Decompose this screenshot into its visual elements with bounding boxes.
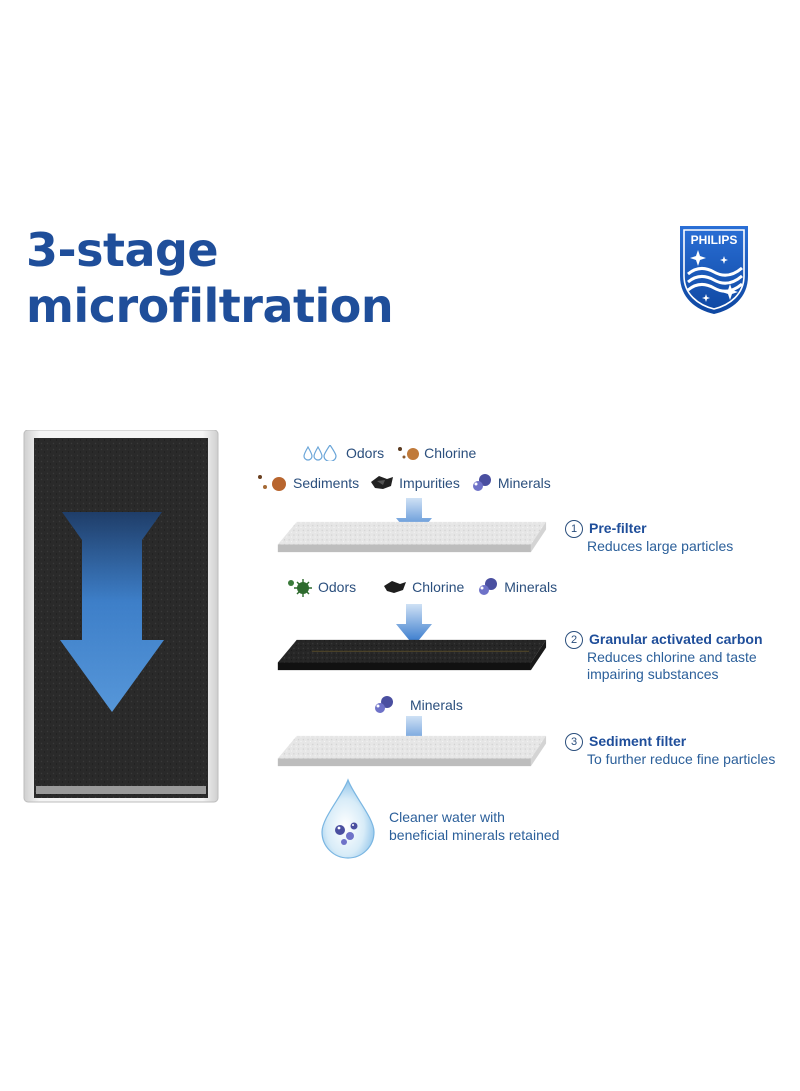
contaminant-row-2: Sediments Impurities Minerals [255, 473, 551, 493]
stage-3-title: Sediment filter [589, 733, 687, 749]
title-line-2: microfiltration [26, 279, 394, 333]
flow-arrow-2 [396, 604, 432, 646]
water-drop-icon [321, 778, 375, 859]
impurity-flakes-icon [371, 476, 394, 489]
title-line-1: 3-stage [26, 223, 219, 277]
stage-1-number: 1 [565, 520, 583, 538]
label-impurities: Impurities [399, 475, 460, 491]
stage-2-title-row: 2 Granular activated carbon [565, 631, 763, 649]
flow-arrow-1 [396, 498, 432, 540]
stage-3-number: 3 [565, 733, 583, 751]
label-minerals: Minerals [497, 475, 551, 491]
filter-cartridge-illustration [23, 430, 219, 803]
activated-carbon-layer [277, 639, 547, 671]
green-germ-icon [288, 579, 312, 597]
stage-2-desc-line-1: Reduces chlorine and taste [587, 649, 757, 665]
stage-2: 2 Granular activated carbon Reduces chlor… [565, 631, 763, 683]
stage-2-title: Granular activated carbon [589, 631, 763, 647]
label-minerals-2: Minerals [504, 579, 558, 595]
label-sediments: Sediments [293, 475, 360, 491]
result-line-2: beneficial minerals retained [389, 827, 560, 843]
label-odors-2: Odors [318, 579, 357, 595]
mineral-spheres-icon-2 [479, 578, 498, 595]
stage-2-desc-line-2: impairing substances [587, 666, 719, 682]
brand-name: PHILIPS [691, 233, 738, 247]
sediment-particles-icon [258, 475, 286, 491]
stage-1-title: Pre-filter [589, 520, 647, 536]
water-drops-icon [303, 445, 337, 461]
contaminant-row-3: Odors Chlorine Minerals [284, 577, 557, 597]
mineral-spheres-icon-3 [375, 696, 393, 713]
mineral-spheres-icon [472, 474, 491, 491]
pre-filter-layer [277, 521, 547, 553]
black-flakes-icon [384, 581, 407, 593]
contaminant-row-4: Minerals [372, 695, 463, 715]
stage-1-desc: Reduces large particles [587, 538, 734, 554]
result-text: Cleaner water with beneficial minerals r… [389, 808, 559, 844]
contaminant-row-1: Odors Chlorine [302, 445, 476, 461]
stage-3: 3 Sediment filter To further reduce fine … [565, 733, 775, 768]
stage-2-number: 2 [565, 631, 583, 649]
label-odors: Odors [346, 445, 385, 461]
page-title: 3-stage microfiltration [26, 222, 394, 334]
label-chlorine: Chlorine [424, 445, 477, 461]
stage-3-title-row: 3 Sediment filter [565, 733, 775, 751]
sediment-filter-layer [277, 735, 547, 767]
label-chlorine-2: Chlorine [412, 579, 465, 595]
stage-1: 1 Pre-filter Reduces large particles [565, 520, 733, 555]
result-line-1: Cleaner water with [389, 809, 505, 825]
label-minerals-3: Minerals [410, 697, 463, 713]
stage-1-title-row: 1 Pre-filter [565, 520, 733, 538]
philips-shield-logo: PHILIPS [680, 226, 748, 314]
stage-3-desc: To further reduce fine particles [587, 751, 776, 767]
chlorine-particles-icon [398, 447, 420, 460]
